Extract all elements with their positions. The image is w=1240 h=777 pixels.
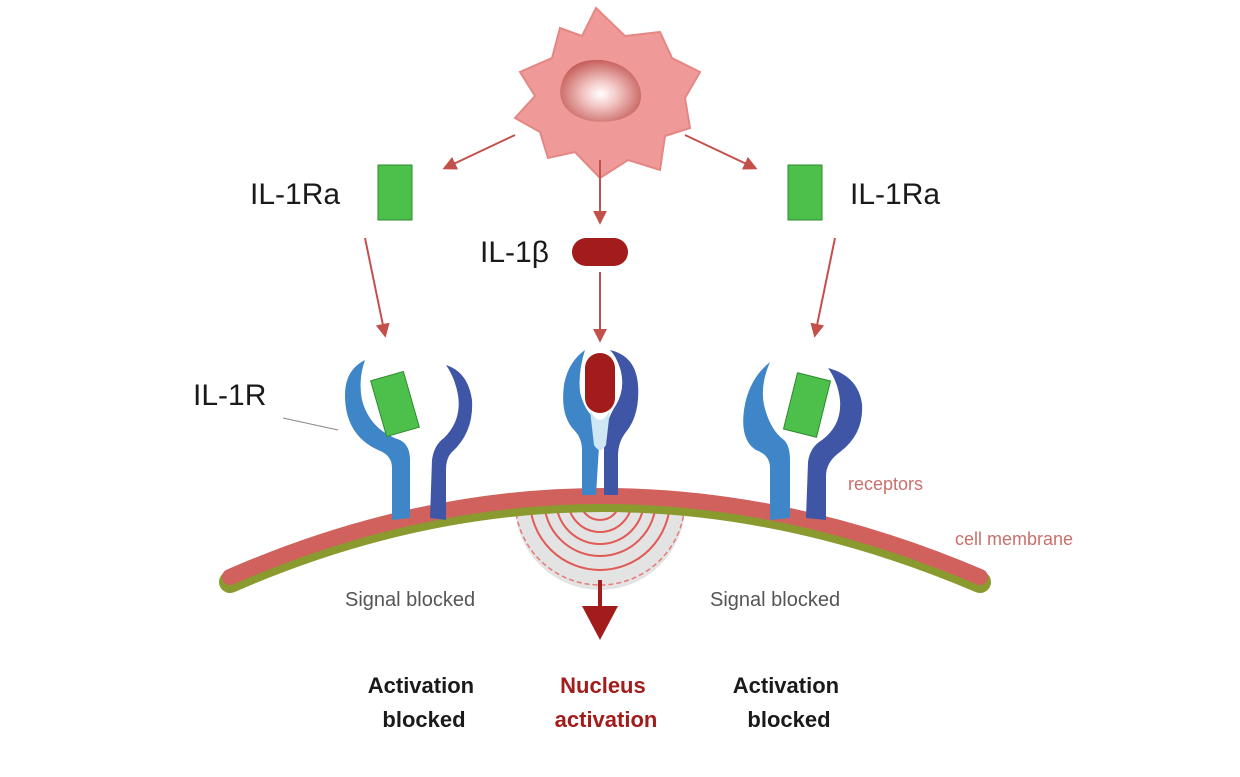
il1ra-bound-right [782, 372, 832, 438]
arrow-il1ra-to-receptor-left [364, 237, 390, 338]
outcome-center-line2: activation [555, 707, 658, 732]
il1r-receptor-right [743, 362, 863, 520]
outcome-right: Activation blocked [733, 673, 845, 732]
il1r-receptor-center [563, 350, 639, 495]
il1b-molecule [572, 238, 628, 266]
cell-nucleus [560, 59, 642, 122]
il1ra-molecule-right [787, 164, 823, 221]
outcome-left: Activation blocked [368, 673, 480, 732]
outcome-right-line1: Activation [733, 673, 839, 698]
cell-membrane-label: cell membrane [955, 529, 1073, 549]
nucleus-signal-arrow [582, 580, 618, 640]
il1r-label: IL-1R [193, 379, 266, 412]
arrow-il1ra-to-receptor-right [810, 237, 836, 338]
outcome-center-line1: Nucleus [560, 673, 646, 698]
macrophage-cell [513, 6, 702, 180]
outcome-left-line2: blocked [382, 707, 465, 732]
signal-blocked-left: Signal blocked [345, 589, 475, 611]
il1b-label: IL-1β [480, 236, 549, 269]
cell-membrane [219, 488, 991, 593]
outcome-right-line2: blocked [747, 707, 830, 732]
arrow-cell-to-il1ra-right [684, 134, 758, 170]
il1ra-molecule-left [377, 164, 413, 221]
il1ra-bound-left [370, 370, 420, 438]
signal-blocked-right: Signal blocked [710, 589, 840, 611]
il1r-receptor-left [345, 360, 473, 520]
il1b-bound [585, 353, 615, 413]
il1r-leader-line [282, 417, 339, 431]
receptors-label: receptors [848, 474, 923, 494]
il1ra-label-right: IL-1Ra [850, 178, 940, 211]
arrow-cell-to-il1ra-left [442, 134, 516, 170]
outcome-center: Nucleus activation [555, 673, 658, 732]
il1ra-label-left: IL-1Ra [250, 178, 340, 211]
outcome-left-line1: Activation [368, 673, 474, 698]
